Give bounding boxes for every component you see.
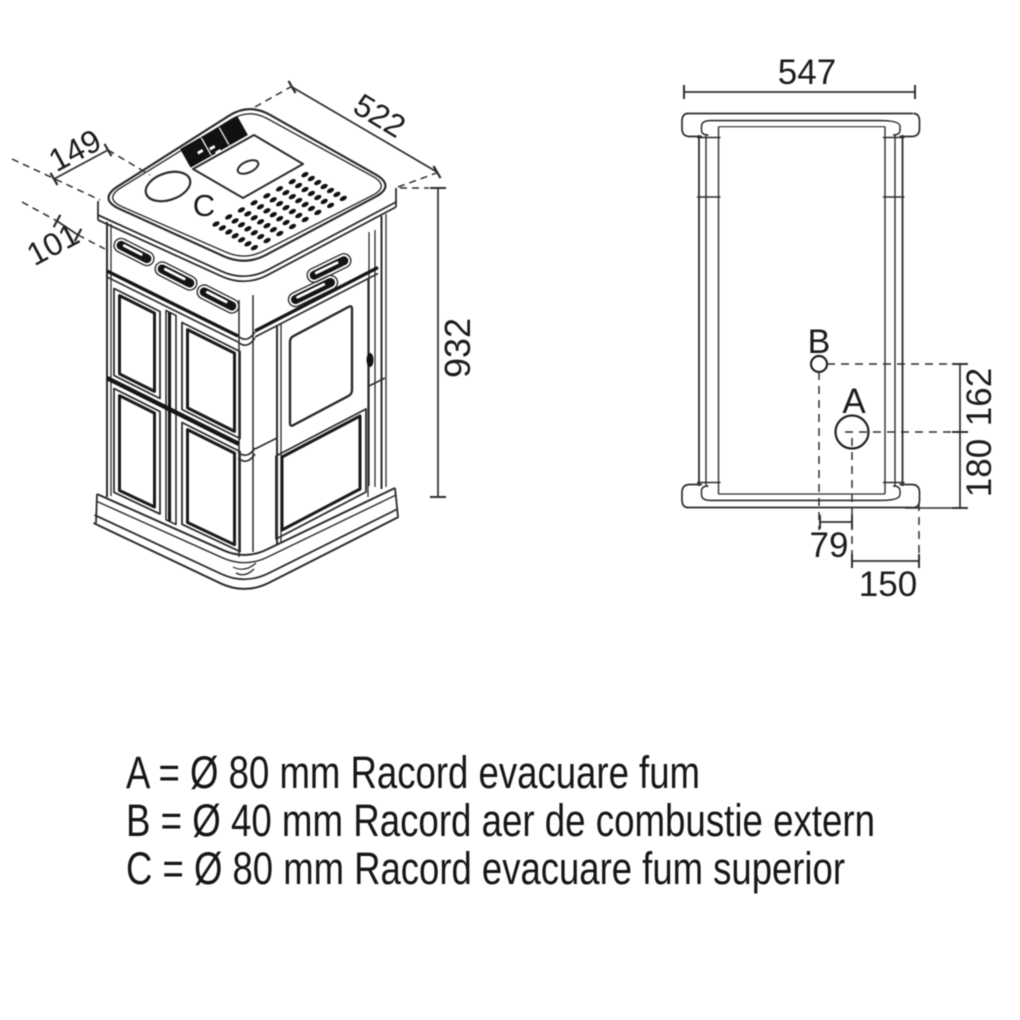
svg-text:B = Ø 40 mm Racord aer de comb: B = Ø 40 mm Racord aer de combustie exte… <box>126 795 875 846</box>
svg-text:A: A <box>842 382 866 421</box>
svg-text:B: B <box>808 323 831 361</box>
svg-text:547: 547 <box>778 53 836 92</box>
svg-text:180: 180 <box>960 439 999 497</box>
svg-text:932: 932 <box>437 318 478 378</box>
svg-text:79: 79 <box>810 526 849 565</box>
svg-text:C: C <box>193 188 215 223</box>
svg-text:C = Ø 80 mm Racord evacuare fu: C = Ø 80 mm Racord evacuare fum superior <box>126 843 845 894</box>
svg-text:162: 162 <box>960 368 999 426</box>
svg-text:A = Ø 80 mm Racord evacuare fu: A = Ø 80 mm Racord evacuare fum <box>126 747 700 798</box>
svg-text:150: 150 <box>859 565 917 604</box>
